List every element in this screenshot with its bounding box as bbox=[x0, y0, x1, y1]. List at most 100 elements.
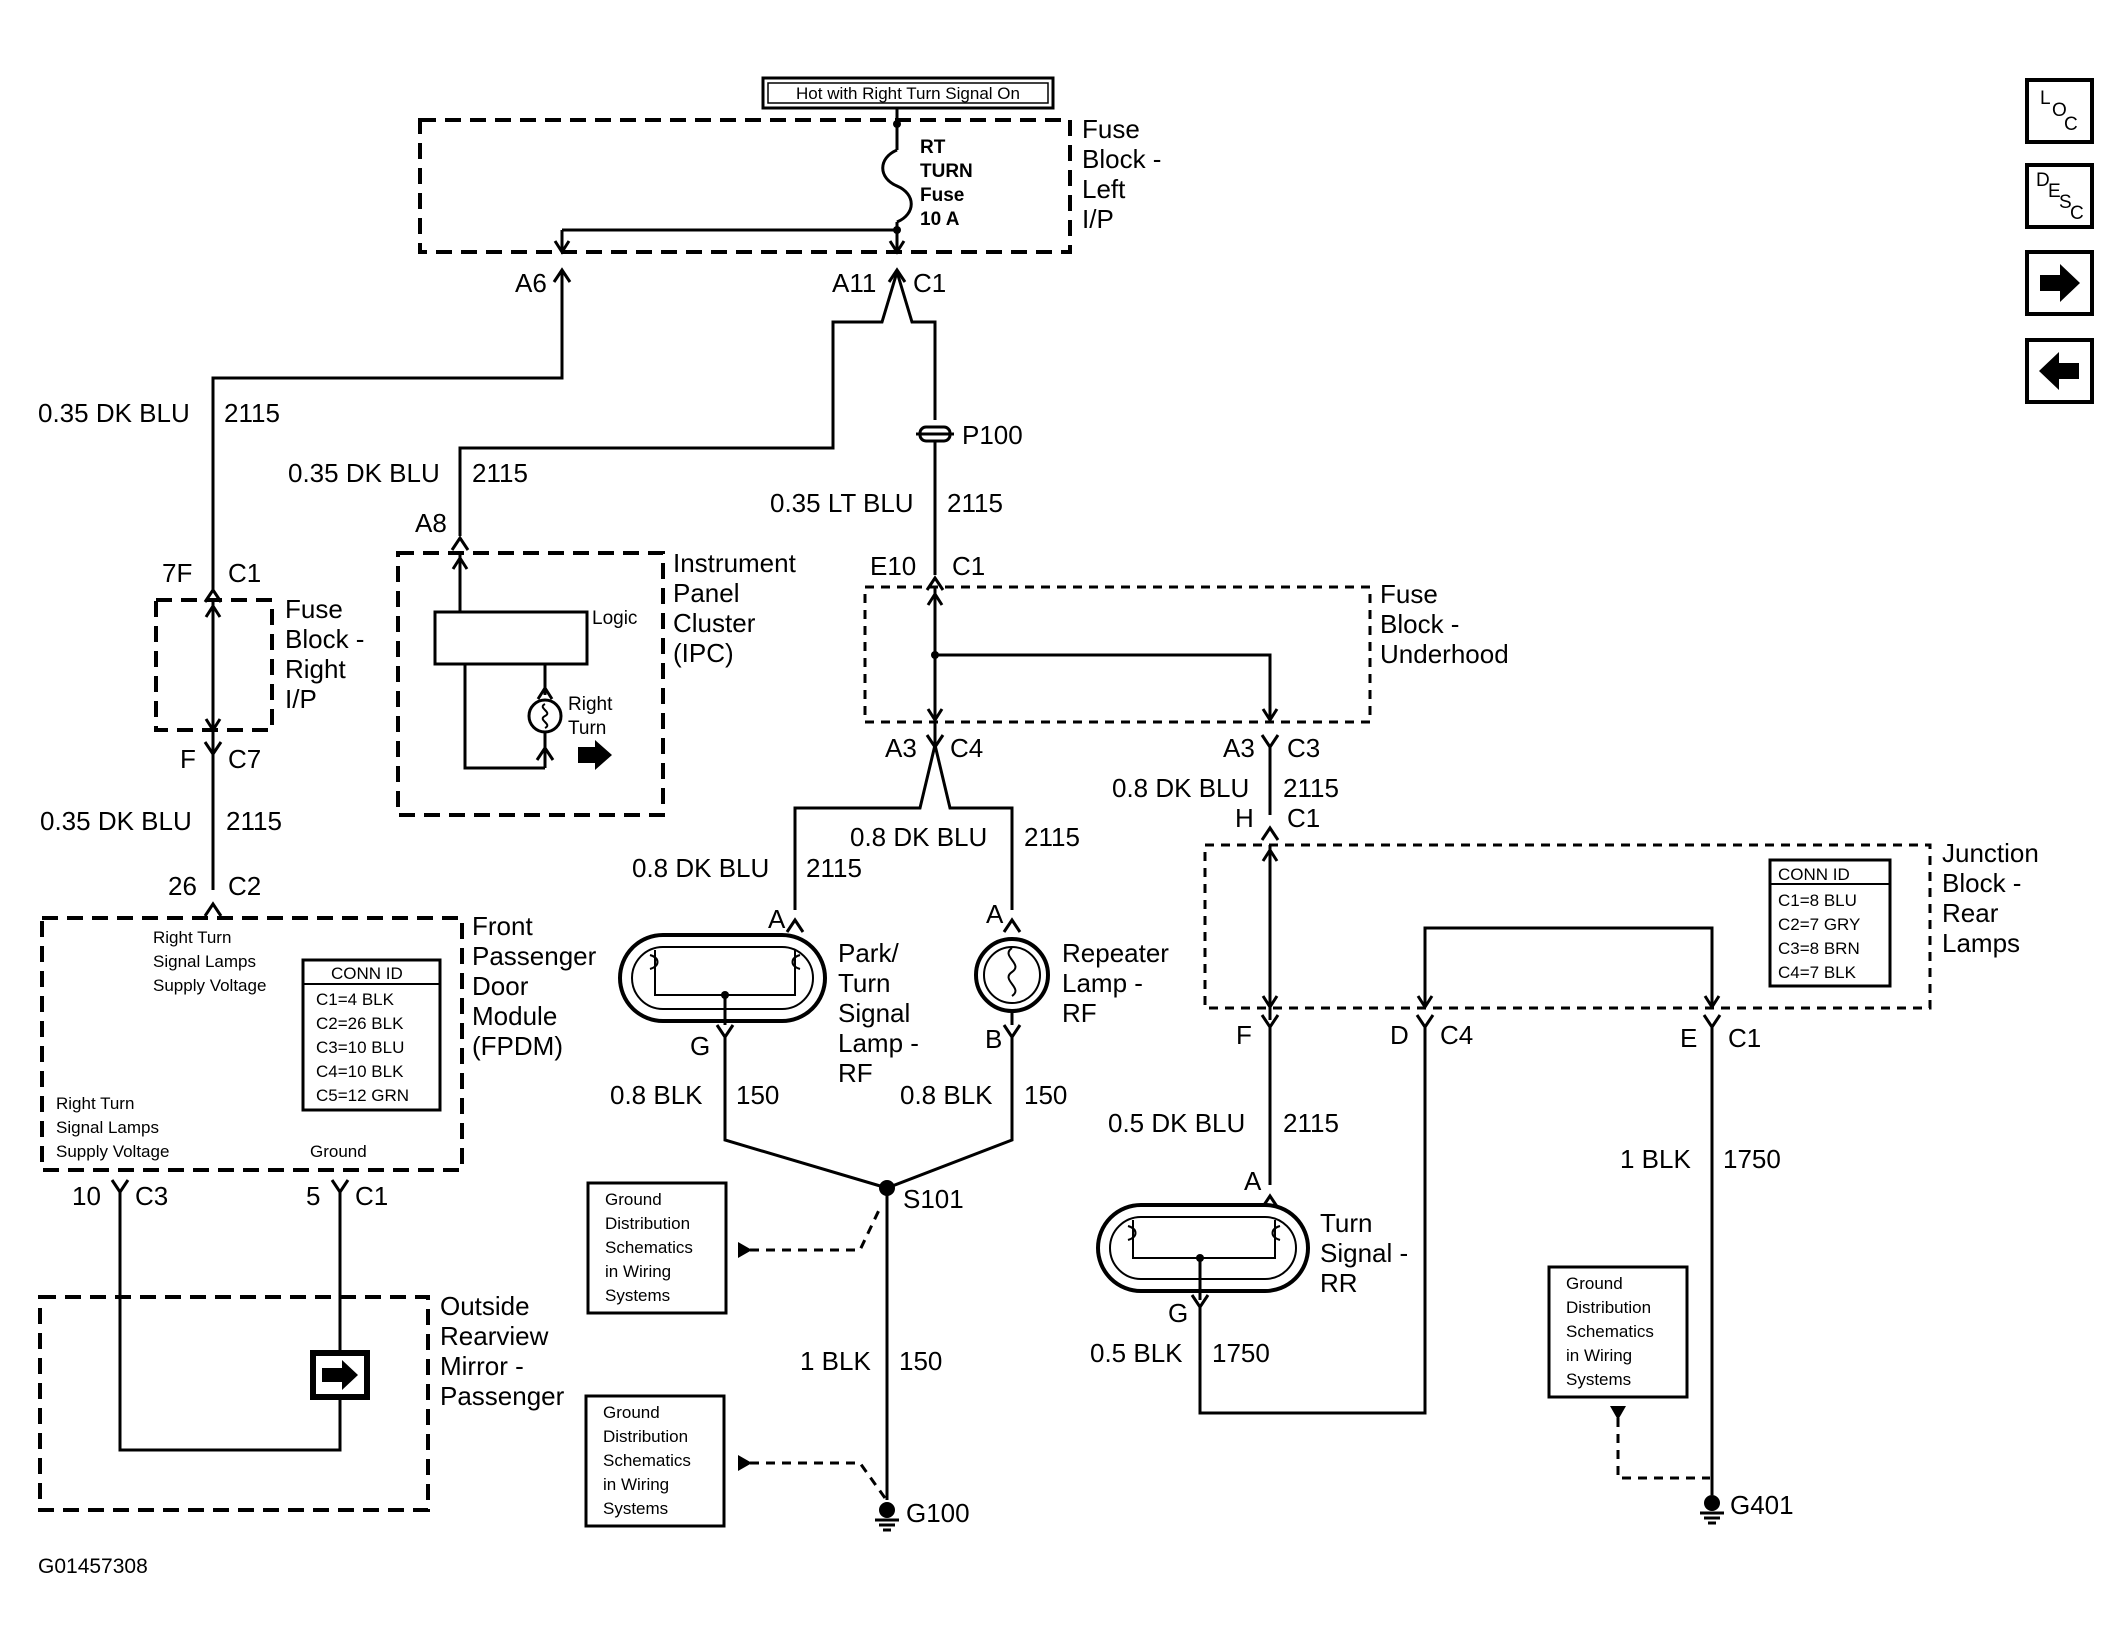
ipc-outline bbox=[396, 551, 665, 817]
fpdm-pin-text: Signal Lamps bbox=[56, 1118, 159, 1137]
connector-lamp-g-label: G bbox=[690, 1031, 710, 1061]
wire-2115-a bbox=[211, 272, 564, 590]
connector-c1-fpdm-label: C1 bbox=[355, 1181, 388, 1211]
connector-h-label: H bbox=[1235, 803, 1254, 833]
repeater-lamp-label-line: RF bbox=[1062, 998, 1097, 1028]
p100-label: P100 bbox=[962, 420, 1023, 450]
fuse-label-line: 10 A bbox=[920, 209, 960, 230]
wire-circuit: 150 bbox=[736, 1080, 779, 1110]
ipc-right-turn-label: Right bbox=[568, 694, 613, 715]
wire-label: 0.8 DK BLU bbox=[850, 822, 987, 852]
wire-circuit: 2115 bbox=[947, 488, 1003, 518]
ground-ref-text: Schematics bbox=[603, 1451, 691, 1470]
conn-id-row: C3=8 BRN bbox=[1778, 939, 1860, 958]
fuse-block-right-label-line: Block - bbox=[285, 624, 364, 654]
conn-id-row: C2=7 GRY bbox=[1778, 915, 1860, 934]
mirror-label-line: Passenger bbox=[440, 1381, 565, 1411]
ground-ref-text: Systems bbox=[1566, 1370, 1631, 1389]
wire-circuit: 2115 bbox=[1024, 822, 1080, 852]
desc-button[interactable]: D E S C bbox=[2025, 163, 2094, 229]
desc-button-text: S bbox=[2059, 192, 2072, 213]
wire-circuit: 2115 bbox=[1283, 1108, 1339, 1138]
arrow-left-icon bbox=[2039, 352, 2079, 390]
connector-h bbox=[1260, 826, 1280, 842]
repeater-lamp-label: Repeater Lamp - RF bbox=[1062, 938, 1169, 1028]
repeater-lamp-label-line: Lamp - bbox=[1062, 968, 1143, 998]
connector-jb-d-label: D bbox=[1390, 1020, 1409, 1050]
fpdm-outline bbox=[40, 916, 464, 1172]
junction-block-label-line: Lamps bbox=[1942, 928, 2020, 958]
connector-jb-e-label: E bbox=[1680, 1023, 1697, 1053]
connector-5-label: 5 bbox=[306, 1181, 320, 1211]
connector-lamp-a-label: A bbox=[768, 904, 786, 934]
fpdm-pin-text: Supply Voltage bbox=[56, 1142, 169, 1161]
fpdm-pin-text: Right Turn bbox=[56, 1094, 134, 1113]
ground-ref-text: Ground bbox=[605, 1190, 662, 1209]
mirror-label-line: Rearview bbox=[440, 1321, 549, 1351]
wire-label: 0.8 BLK bbox=[610, 1080, 703, 1110]
wire-2115-park bbox=[793, 744, 937, 910]
fpdm-pin-text: Supply Voltage bbox=[153, 976, 266, 995]
ipc-label-line: Instrument bbox=[673, 548, 797, 578]
mirror-label: Outside Rearview Mirror - Passenger bbox=[440, 1291, 565, 1411]
fpdm-label-line: Door bbox=[472, 971, 529, 1001]
desc-button-text: D bbox=[2036, 170, 2050, 191]
loc-button[interactable]: L O C bbox=[2025, 78, 2094, 144]
ground-ref-box-2[interactable]: Ground Distribution Schematics in Wiring… bbox=[584, 1394, 726, 1528]
park-turn-lamp-label-line: Lamp - bbox=[838, 1028, 919, 1058]
repeater-lamp-label-line: Repeater bbox=[1062, 938, 1169, 968]
ground-g401-label: G401 bbox=[1730, 1490, 1794, 1520]
right-turn-indicator-icon bbox=[527, 698, 563, 734]
repeater-lamp-icon bbox=[974, 937, 1050, 1025]
fuse-block-underhood-label-line: Fuse bbox=[1380, 579, 1438, 609]
connector-c3-fpdm-label: C3 bbox=[135, 1181, 168, 1211]
ground-g401-icon bbox=[1700, 1495, 1724, 1525]
wire-label: 0.35 DK BLU bbox=[38, 398, 190, 428]
ground-ref-box-1[interactable]: Ground Distribution Schematics in Wiring… bbox=[586, 1181, 728, 1315]
fpdm-label-line: Module bbox=[472, 1001, 557, 1031]
connector-rep-b-label: B bbox=[985, 1024, 1002, 1054]
wire-label: 1 BLK bbox=[1620, 1144, 1691, 1174]
park-turn-lamp-label-line: Turn bbox=[838, 968, 891, 998]
connector-rr-g-label: G bbox=[1168, 1298, 1188, 1328]
connector-a8 bbox=[450, 536, 470, 552]
fpdm-pin-bottom-label: Right Turn Signal Lamps Supply Voltage bbox=[56, 1094, 169, 1161]
connector-26 bbox=[203, 902, 223, 918]
ground-ref-box-3[interactable]: Ground Distribution Schematics in Wiring… bbox=[1547, 1265, 1689, 1399]
connector-rep-a-label: A bbox=[986, 899, 1004, 929]
mirror-outline bbox=[38, 1295, 430, 1512]
connector-c1-label: C1 bbox=[913, 268, 946, 298]
connector-a6-label: A6 bbox=[515, 268, 547, 298]
junction-block-label-line: Block - bbox=[1942, 868, 2021, 898]
ipc-label: Instrument Panel Cluster (IPC) bbox=[673, 548, 797, 668]
fpdm-label-line: (FPDM) bbox=[472, 1031, 563, 1061]
connector-c4-label: C4 bbox=[950, 733, 983, 763]
connector-c3-label: C3 bbox=[1287, 733, 1320, 763]
wire-label: 0.8 BLK bbox=[900, 1080, 993, 1110]
fuse-block-left-outline bbox=[418, 118, 1072, 254]
wire-circuit: 2115 bbox=[1283, 773, 1339, 803]
connector-f-label: F bbox=[180, 744, 196, 774]
fuse-label-line: RT bbox=[920, 137, 946, 158]
previous-button[interactable] bbox=[2025, 338, 2094, 404]
ground-ref-text: Ground bbox=[603, 1403, 660, 1422]
connector-c7-label: C7 bbox=[228, 744, 261, 774]
fuse-block-right-label-line: Right bbox=[285, 654, 346, 684]
loc-button-text: C bbox=[2064, 114, 2078, 135]
wire-label: 1 BLK bbox=[800, 1346, 871, 1376]
next-button[interactable] bbox=[2025, 250, 2094, 316]
fuse-icon bbox=[553, 108, 913, 254]
ground-ref-text: Distribution bbox=[1566, 1298, 1651, 1317]
wire-circuit: 2115 bbox=[226, 806, 282, 836]
loc-button-text: O bbox=[2052, 100, 2067, 121]
wire-label: 0.35 DK BLU bbox=[40, 806, 192, 836]
fpdm-label: Front Passenger Door Module (FPDM) bbox=[472, 911, 597, 1061]
connector-c2-label: C2 bbox=[228, 871, 261, 901]
connector-7f-label: 7F bbox=[162, 558, 192, 588]
wire-label: 0.35 DK BLU bbox=[288, 458, 440, 488]
fuse-block-left-label-line: Fuse bbox=[1082, 114, 1140, 144]
figure-id: G01457308 bbox=[38, 1555, 148, 1578]
turn-signal-rr-label: Turn Signal - RR bbox=[1320, 1208, 1408, 1298]
ipc-label-line: (IPC) bbox=[673, 638, 734, 668]
splice-label: S101 bbox=[903, 1184, 964, 1214]
